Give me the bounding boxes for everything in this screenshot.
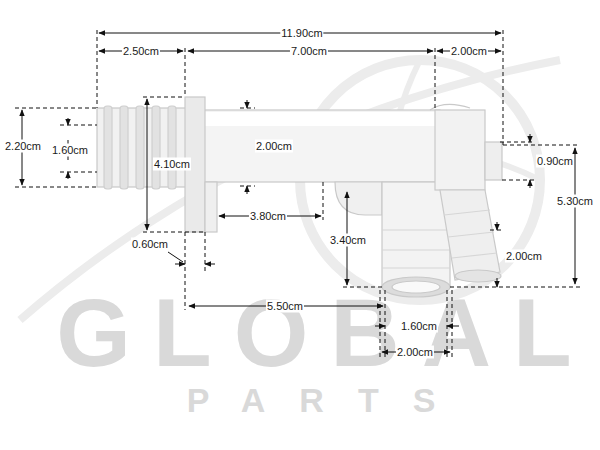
dimension-label: 7.00cm — [290, 45, 328, 58]
dimension-label: 2.00cm — [505, 250, 543, 263]
dimension-label: 0.60cm — [131, 238, 169, 251]
dimension-label: 4.10cm — [153, 158, 191, 171]
watermark-text: GLOBAL — [56, 285, 593, 381]
hose-connector — [97, 97, 502, 297]
dimension-label: 2.50cm — [122, 45, 160, 58]
dimension-label: 2.00cm — [255, 140, 293, 153]
watermark-text: PARTS — [187, 383, 470, 417]
dimension-label: 2.20cm — [4, 140, 42, 153]
globe-watermark — [20, 60, 560, 320]
dimension-label: 5.50cm — [266, 300, 304, 313]
dimension-label: 11.90cm — [280, 27, 323, 40]
dimension-label: 2.00cm — [396, 346, 434, 359]
dimension-label: 1.60cm — [400, 320, 438, 333]
dimension-label: 3.40cm — [329, 234, 367, 247]
dimension-label: 3.80cm — [249, 210, 287, 223]
dimension-lines — [15, 30, 580, 358]
dimension-label: 1.60cm — [51, 144, 89, 157]
dimension-label: 0.90cm — [536, 155, 574, 168]
dimension-label: 5.30cm — [556, 195, 594, 208]
dimension-label: 2.00cm — [450, 45, 488, 58]
